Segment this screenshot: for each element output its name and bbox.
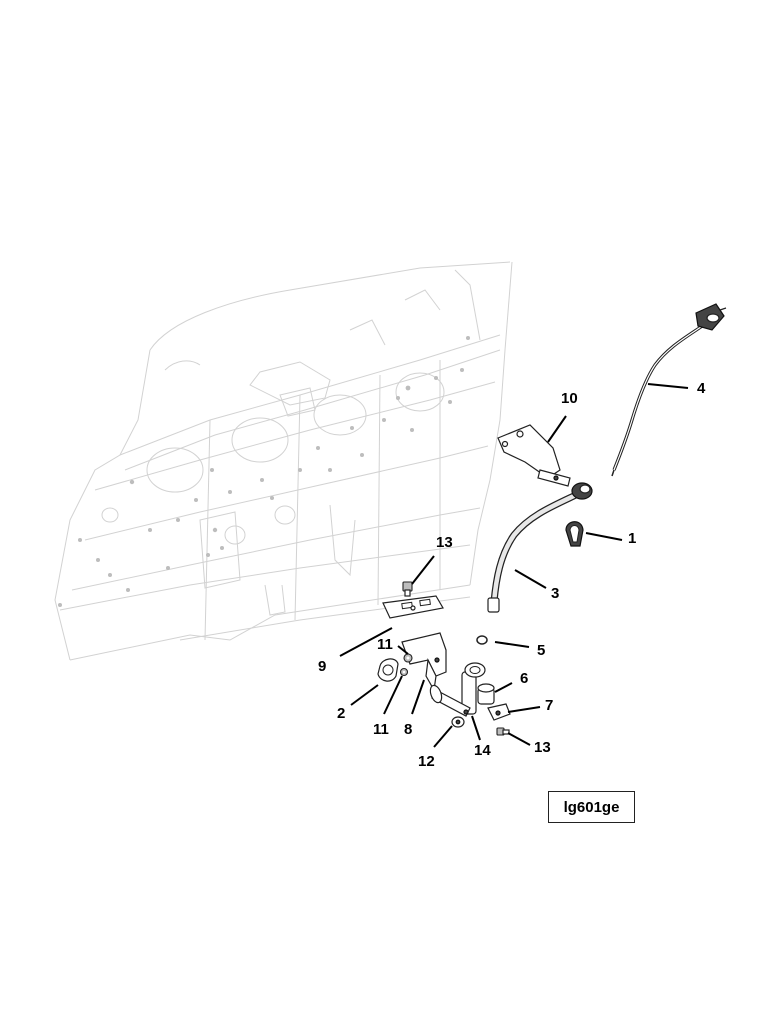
callout-1: 1 <box>628 530 636 547</box>
leader-12 <box>433 725 453 748</box>
clamp <box>487 703 511 721</box>
engine-block-ports <box>58 336 470 607</box>
callout-5: 5 <box>537 642 545 659</box>
callout-10: 10 <box>561 390 578 407</box>
callout-labels: 1 2 3 4 5 6 7 8 9 10 11 11 12 13 13 14 <box>318 380 706 770</box>
collar <box>477 683 495 705</box>
leader-14 <box>471 715 481 741</box>
callout-8: 8 <box>404 721 412 738</box>
leader-8 <box>411 679 425 715</box>
leader-lines <box>339 383 689 748</box>
callout-12: 12 <box>418 753 435 770</box>
leader-2 <box>350 684 379 706</box>
nut-lower <box>399 667 409 677</box>
callout-11a: 11 <box>377 636 393 653</box>
leader-1 <box>585 532 623 541</box>
engine-block-ghost <box>54 261 513 661</box>
callout-4: 4 <box>697 380 706 397</box>
dipstick <box>611 303 727 477</box>
callout-14: 14 <box>474 742 491 759</box>
callout-2: 2 <box>337 705 345 722</box>
reference-code: lg601ge <box>563 798 620 816</box>
mounting-plate <box>382 595 444 619</box>
callout-7: 7 <box>545 697 553 714</box>
callout-11b: 11 <box>373 721 389 738</box>
bolt-upper <box>402 581 413 597</box>
leader-4 <box>647 383 689 389</box>
tube-clip <box>565 521 584 547</box>
leader-10 <box>547 415 567 443</box>
nut-upper <box>403 653 413 663</box>
leader-7 <box>507 706 541 713</box>
tube-adapter <box>429 662 486 717</box>
o-ring <box>476 635 488 645</box>
leader-5 <box>494 641 530 648</box>
leader-11a <box>397 645 409 655</box>
leader-6 <box>494 682 513 693</box>
leader-13a <box>411 555 435 585</box>
leader-11b <box>383 675 403 715</box>
dipstick-tube-bracket <box>497 424 571 487</box>
gasket <box>377 658 399 682</box>
support-bracket <box>401 632 447 692</box>
reference-code-box: lg601ge <box>548 791 635 823</box>
dipstick-tube <box>487 482 593 613</box>
callout-3: 3 <box>551 585 559 602</box>
leader-13b <box>507 732 531 746</box>
leader-3 <box>514 569 547 589</box>
leader-9 <box>339 627 393 657</box>
callout-9: 9 <box>318 658 326 675</box>
callout-13b: 13 <box>534 739 551 756</box>
bolt-lower <box>496 727 510 736</box>
fitting <box>451 716 465 728</box>
callout-6: 6 <box>520 670 528 687</box>
callout-13a: 13 <box>436 534 453 551</box>
